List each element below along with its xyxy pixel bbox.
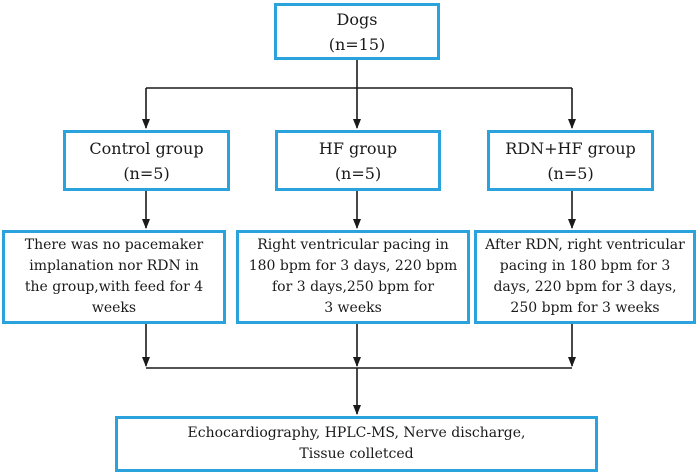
control-protocol-line: There was no pacemaker [24, 237, 204, 253]
hf-group-count: (n=5) [334, 163, 382, 183]
hf-protocol-line: for 3 days,250 bpm for [271, 279, 435, 295]
rdn-hf-group-box: RDN+HF group (n=5) [487, 130, 654, 191]
rdn-hf-protocol-box: After RDN, right ventricular pacing in 1… [474, 230, 696, 324]
control-protocol-line: weeks [91, 300, 137, 316]
hf-protocol-box: Right ventricular pacing in 180 bpm for … [236, 230, 470, 324]
control-group-count: (n=5) [123, 163, 170, 183]
outcome-line: Tissue colletced [299, 446, 414, 462]
rdn-hf-group-title: RDN+HF group [505, 138, 636, 158]
rdn-hf-protocol-line: 250 bpm for 3 weeks [510, 300, 660, 316]
control-group-title: Control group [89, 138, 204, 158]
rdn-hf-protocol-line: pacing in 180 bpm for 3 [499, 258, 671, 274]
rdn-hf-protocol-line: After RDN, right ventricular [485, 237, 685, 253]
dogs-box: Dogs (n=15) [274, 3, 440, 60]
rdn-hf-protocol-line: days, 220 bpm for 3 days, [493, 279, 677, 295]
hf-protocol-line: 3 weeks [324, 300, 382, 316]
hf-group-box: HF group (n=5) [275, 130, 441, 191]
dogs-label: Dogs [336, 9, 378, 29]
hf-group-title: HF group [318, 138, 398, 158]
rdn-hf-group-count: (n=5) [547, 163, 594, 183]
hf-protocol-line: 180 bpm for 3 days, 220 bpm [248, 258, 458, 274]
outcome-box: Echocardiography, HPLC-MS, Nerve dischar… [115, 416, 598, 472]
dogs-count: (n=15) [328, 34, 386, 54]
control-protocol-line: the group,with feed for 4 [24, 279, 204, 295]
control-group-box: Control group (n=5) [63, 130, 230, 191]
outcome-line: Echocardiography, HPLC-MS, Nerve dischar… [187, 425, 526, 441]
hf-protocol-line: Right ventricular pacing in [257, 237, 449, 253]
control-protocol-line: implanation nor RDN in [29, 258, 199, 274]
control-protocol-box: There was no pacemaker implanation nor R… [2, 230, 226, 324]
